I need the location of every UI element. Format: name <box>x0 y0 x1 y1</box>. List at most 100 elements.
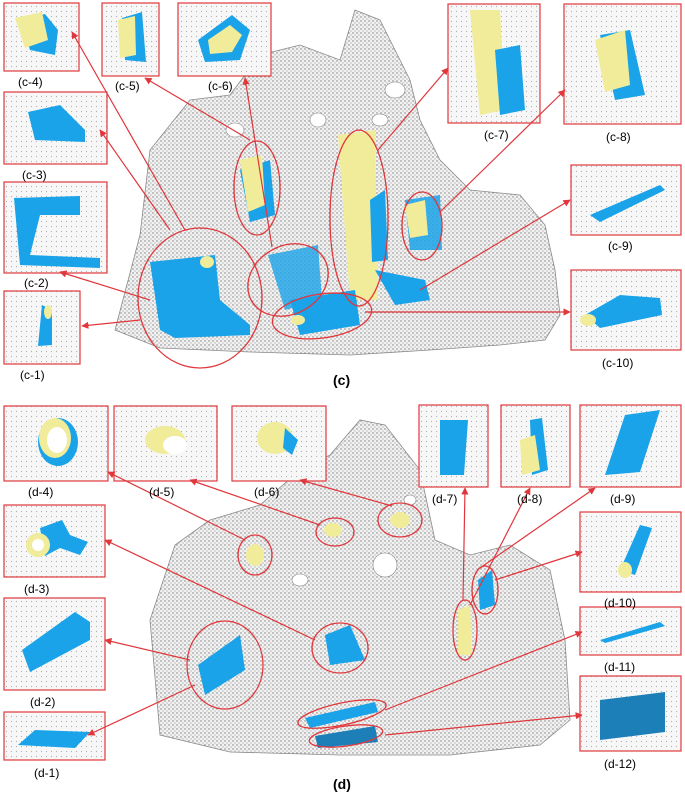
inset-label-c8: (c-8) <box>606 130 631 144</box>
panel-d-arrow <box>189 478 321 526</box>
panel-c-arrow <box>377 67 449 151</box>
inset-d6-surface <box>283 428 298 455</box>
inset-label-c6: (c-6) <box>208 79 233 93</box>
panel-d-arrow <box>104 539 316 641</box>
panel-d-surface-yellow <box>390 512 410 528</box>
inset-d11-surface <box>600 622 665 643</box>
panel-c-hole <box>384 81 406 99</box>
inset-label-d9: (d-9) <box>610 492 636 506</box>
panel-c-marker-ellipse <box>137 227 263 369</box>
panel-c-surface-blue <box>150 255 250 338</box>
inset-label-d8: (d-8) <box>517 492 543 506</box>
panel-c-hole <box>371 113 389 127</box>
panel-d-surface-blue <box>305 702 378 728</box>
inset-label-d1: (d-1) <box>34 766 60 780</box>
panel-d-hole <box>291 573 309 587</box>
inset-c10-surface <box>580 314 596 326</box>
inset-label-d2: (d-2) <box>30 695 56 709</box>
inset-c9-surface <box>590 185 665 222</box>
panel-c-surface-yellow <box>338 130 378 300</box>
panel-d-hole <box>372 552 398 578</box>
inset-d7-surface <box>440 420 468 475</box>
panel-c-marker-ellipse <box>233 140 281 236</box>
panel-d-arrow <box>104 637 191 661</box>
panel-c-point-cloud <box>114 9 561 356</box>
panel-c-surface-yellow <box>200 256 214 268</box>
panel-c-marker-ellipse <box>247 243 329 317</box>
inset-d12-surface <box>600 692 665 740</box>
inset-c1-surface <box>44 305 52 319</box>
inset-label-d6: (d-6) <box>254 485 280 499</box>
inset-label-c3: (c-3) <box>22 168 47 182</box>
panel-d-marker-ellipse <box>452 599 478 661</box>
inset-label-c1: (c-1) <box>20 368 45 382</box>
panel-d-arrow <box>107 471 246 541</box>
inset-label-d5: (d-5) <box>149 485 175 499</box>
panel-c-arrow <box>419 199 571 291</box>
inset-c2-surface <box>14 196 100 268</box>
inset-c7-surface <box>495 45 525 115</box>
inset-label-c10: (c-10) <box>602 356 634 370</box>
inset-d2-surface <box>22 612 90 672</box>
inset-label-c9: (c-9) <box>608 239 633 253</box>
panel-d-arrow <box>384 631 583 711</box>
panel-c-arrow <box>71 31 186 231</box>
panel-d-marker-ellipse <box>297 699 387 729</box>
inset-label-d10: (d-10) <box>604 596 637 610</box>
inset-label-d11: (d-11) <box>604 660 636 674</box>
panel-c-arrow <box>59 270 151 301</box>
inset-c8-surface <box>595 30 630 92</box>
panel-c-surface-blue <box>370 190 388 262</box>
panel-c-arrow <box>242 77 273 248</box>
panel-c-marker-ellipse <box>329 129 389 307</box>
inset-label-d4: (d-4) <box>28 485 54 499</box>
panel-c <box>3 2 682 369</box>
inset-d3-surface <box>40 520 88 556</box>
panel-d-surface-blue <box>198 635 245 695</box>
panel-d-arrow <box>87 684 196 736</box>
inset-d4-hole <box>47 427 67 453</box>
panel-c-surface-blue <box>375 270 430 305</box>
panel-d-arrow <box>299 478 393 507</box>
panel-d-point-cloud <box>149 419 571 756</box>
inset-c10-surface <box>585 295 662 328</box>
panel-c-hole <box>309 112 327 128</box>
inset-d5-hole <box>163 436 187 454</box>
panel-d <box>3 404 682 761</box>
inset-c4-surface <box>15 12 48 48</box>
panel-d-surface-yellow <box>246 544 264 566</box>
panel-d-surface-yellow <box>458 605 472 655</box>
panel-c-arrow <box>144 77 251 141</box>
panel-c-marker-ellipse <box>271 292 373 340</box>
panel-c-arrow <box>81 319 141 329</box>
panel-c-surface-yellow <box>291 315 305 325</box>
panel-d-arrow <box>461 487 469 601</box>
panel-c-marker-ellipse <box>401 191 443 261</box>
inset-label-d7: (d-7) <box>432 492 458 506</box>
inset-d3-hole <box>32 539 44 551</box>
inset-d8-surface <box>520 435 540 475</box>
inset-label-c2: (c-2) <box>24 276 49 290</box>
inset-d10-surface <box>620 525 652 575</box>
panel-c-caption: (c) <box>333 372 351 388</box>
inset-label-c4: (c-4) <box>18 75 43 89</box>
panel-d-marker-ellipse <box>471 565 499 615</box>
inset-d10-surface <box>618 562 632 578</box>
panel-d-marker-ellipse <box>377 502 423 538</box>
inset-c3-surface <box>28 105 85 142</box>
panel-c-surface-yellow <box>405 200 428 238</box>
panel-d-marker-ellipse <box>237 534 273 576</box>
inset-label-d12: (d-12) <box>604 757 637 771</box>
panel-c-surface-yellow <box>240 155 265 212</box>
panel-c-surface-blue <box>268 245 322 310</box>
inset-c5-surface <box>118 16 136 58</box>
panel-d-marker-ellipse <box>315 517 355 547</box>
inset-label-d3: (d-3) <box>24 582 50 596</box>
panel-d-arrow <box>384 712 583 736</box>
panel-d-arrow <box>469 487 531 606</box>
panel-d-marker-ellipse <box>186 620 264 710</box>
panel-c-arrow <box>439 89 566 213</box>
panel-d-surface-yellow <box>324 523 342 537</box>
inset-label-c5: (c-5) <box>115 79 140 93</box>
